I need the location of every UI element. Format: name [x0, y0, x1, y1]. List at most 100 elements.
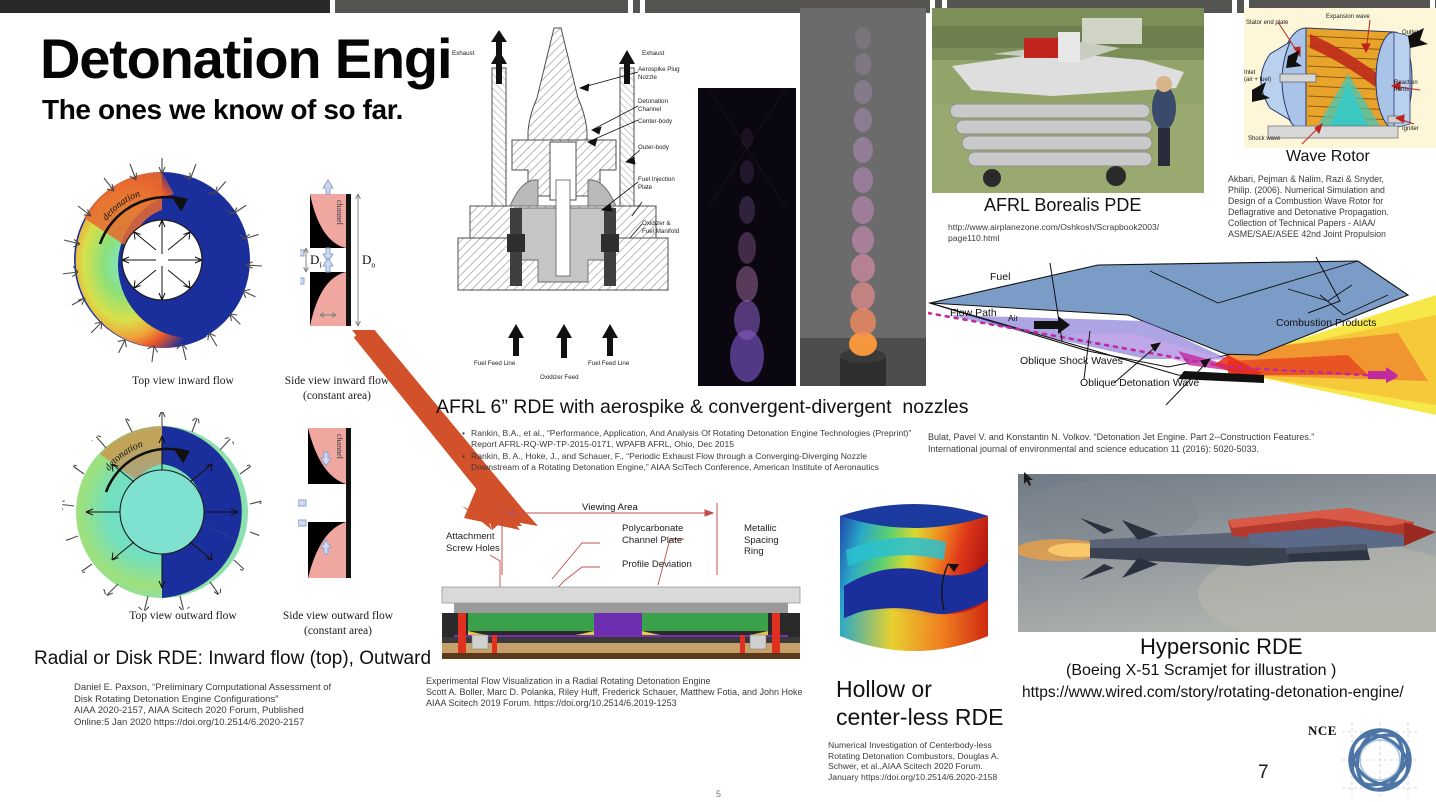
hypersonic-subcaption: (Boeing X-51 Scramjet for illustration ) — [1066, 662, 1337, 679]
scrubber-tick — [930, 0, 935, 13]
borealis-citation: http://www.airplanezone.com/Oshkosh/Scra… — [948, 222, 1160, 243]
wave-rotor-caption: Wave Rotor — [1286, 148, 1370, 165]
label-flow-path: Flow Path — [950, 307, 997, 319]
wave-rotor-diagram: Stator end plate Expansion wave Outlet I… — [1244, 8, 1436, 148]
reference-text: Rankin, B. A., Hoke, J., and Schauer, F.… — [471, 451, 879, 472]
label-expansion-wave: Expansion wave — [1326, 14, 1370, 20]
label-oblique-shock-waves: Oblique Shock Waves — [1020, 355, 1123, 367]
label-metallic-spacing-ring: Metallic Spacing Ring — [744, 523, 779, 557]
label-fuel-feed-line-left: Fuel Feed Line — [474, 360, 516, 367]
side-view-outward-svg — [289, 428, 351, 578]
page-subtitle: The ones we know of so far. — [42, 94, 404, 125]
channel-label-bottom: channel — [335, 434, 344, 459]
label-air: Air — [1008, 313, 1019, 323]
label-polycarbonate-channel-plate: Polycarbonate Channel Plate — [622, 523, 684, 546]
flow-visualization-citation: Experimental Flow Visualization in a Rad… — [426, 676, 803, 708]
scrubber-tick — [1244, 0, 1249, 13]
side-view-inward-svg — [289, 179, 361, 327]
hypersonic-caption: Hypersonic RDE — [1140, 634, 1303, 659]
borealis-caption: AFRL Borealis PDE — [984, 195, 1142, 215]
label-center-body: Center-body — [638, 118, 673, 125]
label-combustion-products: Combustion Products — [1276, 317, 1377, 329]
side-view-inward-figure: channel Di Do — [289, 170, 392, 350]
scrubber-tick — [1430, 0, 1435, 13]
label-viewing-area: Viewing Area — [582, 502, 638, 513]
scrubber-tick — [942, 0, 947, 13]
label-attachment-screw-holes: Attachment Screw Holes — [446, 531, 500, 554]
hollow-rde-figure — [826, 490, 1001, 670]
label-shock-wave: Shock wave — [1248, 136, 1281, 142]
label-igniter: Igniter — [1402, 126, 1419, 132]
hollow-rde-citation: Numerical Investigation of Centerbody-le… — [828, 740, 1000, 782]
label-inlet: Inlet (air + fuel) — [1244, 70, 1272, 83]
disk-rde-main-caption: Radial or Disk RDE: Inward flow (top), O… — [34, 648, 432, 669]
label-outlet: Outlet — [1402, 30, 1419, 36]
label-fuel-injection-plate: Fuel Injection Plate — [638, 176, 675, 191]
scrubber-dark-segment — [0, 0, 330, 13]
label-fuel-feed-line-right: Fuel Feed Line — [588, 360, 630, 367]
flow-visualization-figure: Viewing Area Attachment Screw Holes Poly… — [432, 495, 807, 667]
d-outer-label-top: Do — [362, 252, 376, 270]
caption-side-view-inward-l1: Side view inward flow — [284, 375, 390, 387]
label-oxidizer-feed: Oxidizer Feed — [540, 374, 579, 381]
photo-afrl-borealis-pde — [932, 8, 1204, 193]
label-exhaust-left: Exhaust — [452, 50, 475, 57]
label-plug-nozzle: Aerospike Plug Nozzle — [638, 66, 680, 81]
disk-rde-citation: Daniel E. Paxson, “Preliminary Computati… — [74, 682, 332, 728]
aerospike-schematic: Exhaust Exhaust Aerospike Plug Nozzle De… — [452, 20, 702, 385]
hollow-rde-caption-line1: Hollow or — [836, 676, 932, 702]
x51-photo-svg — [1018, 474, 1436, 632]
side-view-outward-figure: channel — [289, 418, 390, 598]
hollow-rde-svg — [840, 504, 988, 651]
aerospike-reference-list: • Rankin, B.A., et al., “Performance, Ap… — [462, 428, 912, 472]
aerospike-svg — [457, 27, 669, 358]
disk-outward-contour — [62, 412, 262, 612]
scrubber-tick — [628, 0, 633, 13]
borealis-photo-svg — [932, 8, 1204, 193]
reference-item: • Rankin, B.A., et al., “Performance, Ap… — [462, 428, 912, 449]
reference-text: Rankin, B.A., et al., “Performance, Appl… — [471, 428, 912, 449]
reference-item: • Rankin, B. A., Hoke, J., and Schauer, … — [462, 451, 879, 472]
label-fuel: Fuel — [990, 271, 1011, 283]
label-oxidizer-fuel-manifold: Oxidizer & Fuel Manifold — [642, 220, 680, 235]
oblique-detonation-citation: Bulat, Pavel V. and Konstantin N. Volkov… — [928, 432, 1315, 454]
caption-top-view-inward: Top view inward flow — [132, 375, 234, 387]
aerospike-caption: AFRL 6” RDE with aerospike & convergent-… — [436, 396, 969, 418]
oblique-detonation-diagram: Fuel Flow Path Air Combustion Products O… — [926, 255, 1436, 425]
disk-inward-contour — [62, 158, 262, 363]
logo-text: NCE — [1308, 723, 1337, 738]
nce-logo-icon — [1342, 722, 1418, 796]
scrubber-tick — [640, 0, 645, 13]
video-scrubber[interactable] — [0, 0, 1436, 13]
label-stator-end-plate: Stator end plate — [1246, 20, 1289, 26]
d-inner-label-top: Di — [310, 252, 322, 270]
scrubber-tick — [1232, 0, 1237, 13]
hollow-rde-caption-line2: center-less RDE — [836, 704, 1004, 730]
photo-rde-plume-light — [800, 8, 926, 386]
caption-side-view-outward-l1: Side view outward flow — [282, 610, 394, 622]
scrubber-tick — [330, 0, 335, 13]
mouse-cursor-icon — [1024, 472, 1033, 486]
caption-side-view-inward-l2: (constant area) — [302, 390, 371, 402]
wave-rotor-svg — [1244, 8, 1436, 148]
flow-visualization-svg — [441, 503, 801, 659]
photo-x51-scramjet — [1018, 474, 1436, 632]
label-exhaust-right: Exhaust — [642, 50, 665, 57]
hypersonic-url[interactable]: https://www.wired.com/story/rotating-det… — [1022, 684, 1404, 701]
label-outer-body: Outer-body — [638, 144, 669, 151]
label-reaction-fronts: Reaction fronts — [1394, 80, 1418, 93]
plume-dark-svg — [698, 88, 796, 386]
caption-top-view-outward: Top view outward flow — [129, 610, 237, 622]
label-profile-deviation: Profile Deviation — [622, 559, 692, 570]
wave-rotor-citation: Akbari, Pejman & Nalim, Razi & Snyder, P… — [1228, 174, 1389, 239]
channel-label-top: channel — [335, 200, 344, 225]
oblique-detonation-svg — [926, 256, 1436, 415]
photo-rde-plume-dark — [698, 88, 796, 386]
slide-bottom-mark: 5 — [716, 789, 722, 799]
label-oblique-detonation-wave: Oblique Detonation Wave — [1080, 377, 1200, 389]
plume-light-svg — [800, 8, 926, 386]
pointer-arrow-icon — [352, 330, 538, 530]
label-detonation-channel: Detonation Channel — [638, 98, 668, 113]
caption-side-view-outward-l2: (constant area) — [303, 625, 372, 637]
